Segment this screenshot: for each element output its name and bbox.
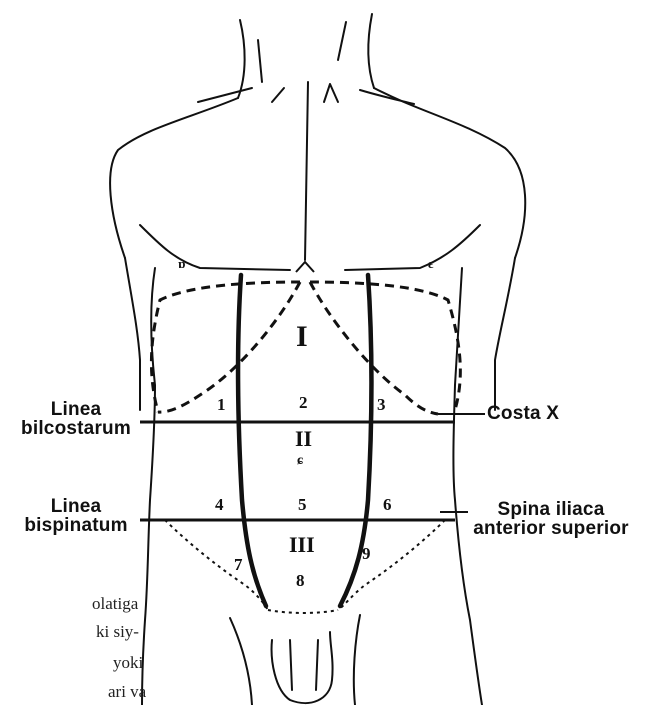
region-number-6: 6: [383, 496, 392, 513]
neck-inner-right: [338, 22, 346, 60]
neck-left-contour: [238, 20, 245, 98]
right-thigh-line: [354, 615, 360, 705]
linea-bispinatum-line-2: bispinatum: [10, 516, 142, 535]
right-arm-contour: [495, 258, 515, 410]
costal-arch-right: [310, 282, 460, 410]
inguinal-line-right: [338, 520, 445, 610]
left-thigh-line: [230, 618, 252, 705]
right-shoulder-contour: [374, 88, 525, 258]
region-number-9: 9: [362, 545, 371, 562]
region-number-3: 3: [377, 396, 386, 413]
right-flank: [453, 268, 482, 705]
side-text-line-1: olatiga: [92, 592, 138, 615]
right-nipple-mark: ɛ: [428, 255, 434, 272]
subcostal-right: [310, 282, 438, 414]
region-number-7: 7: [234, 556, 243, 573]
genital-inner: [290, 640, 318, 690]
sternum-line: [305, 82, 308, 260]
neck-inner-left: [258, 40, 262, 82]
linea-bilcostarum-line-2: bilcostarum: [10, 419, 142, 438]
left-nipple-mark: ɒ: [178, 255, 185, 272]
region-label-epigastric: I: [296, 322, 308, 352]
side-text-line-2: ki siy-: [96, 620, 139, 643]
left-arm-contour: [125, 258, 140, 410]
navel-mark: ɕ: [297, 452, 303, 469]
pubic-line: [268, 610, 338, 613]
costal-arch-left: [151, 282, 300, 412]
region-label-mesogastric: II: [295, 428, 312, 450]
left-shoulder-contour: [110, 98, 238, 258]
genital-outline: [272, 632, 333, 703]
left-flank: [142, 268, 155, 705]
xiphoid-mark: [296, 262, 314, 272]
region-number-5: 5: [298, 496, 307, 513]
linea-bilcostarum-label: Linea bilcostarum: [10, 400, 142, 438]
right-clavicle: [360, 90, 414, 104]
spina-iliaca-label: Spina iliaca anterior superior: [452, 500, 650, 538]
subcostal-left: [158, 282, 300, 412]
linea-bispinatum-line-1: Linea: [10, 497, 142, 516]
region-number-4: 4: [215, 496, 224, 513]
spina-iliaca-line-2: anterior superior: [452, 519, 650, 538]
spina-iliaca-line-1: Spina iliaca: [452, 500, 650, 519]
side-text-line-4: ari va: [108, 680, 146, 703]
region-number-1: 1: [217, 396, 226, 413]
region-number-8: 8: [296, 572, 305, 589]
right-pectoral: [345, 225, 480, 270]
left-pectoral: [140, 225, 290, 270]
linea-bispinatum-label: Linea bispinatum: [10, 497, 142, 535]
side-text-line-3: yoki: [113, 651, 143, 674]
left-clavicle: [198, 88, 252, 102]
costa-x-label: Costa X: [487, 404, 559, 423]
region-number-2: 2: [299, 394, 308, 411]
neck-right-contour: [368, 14, 374, 88]
collar-notch: [272, 84, 338, 102]
region-label-hypogastric: III: [289, 534, 315, 556]
linea-bilcostarum-line-1: Linea: [10, 400, 142, 419]
